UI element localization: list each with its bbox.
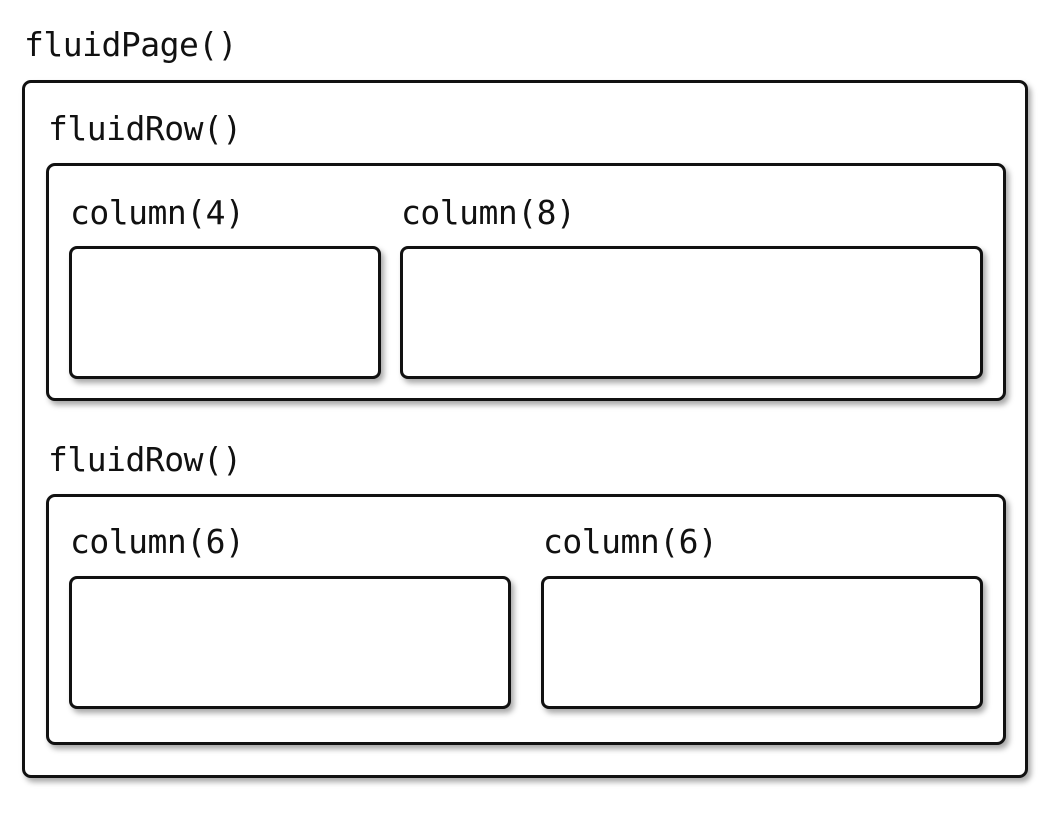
fluid-row-2-label: fluidRow() [48,440,242,479]
row-1-column-1-box [69,246,381,379]
row-2-column-2-box [541,576,983,709]
row-1-column-1-label: column(4) [70,193,245,232]
row-2-column-2-label: column(6) [543,522,718,561]
row-1-column-2-box [400,246,983,379]
fluid-page-label: fluidPage() [24,25,238,64]
fluid-row-1-label: fluidRow() [48,109,242,148]
row-1-column-2-label: column(8) [401,193,576,232]
row-2-column-1-box [69,576,511,709]
row-2-column-1-label: column(6) [70,522,245,561]
